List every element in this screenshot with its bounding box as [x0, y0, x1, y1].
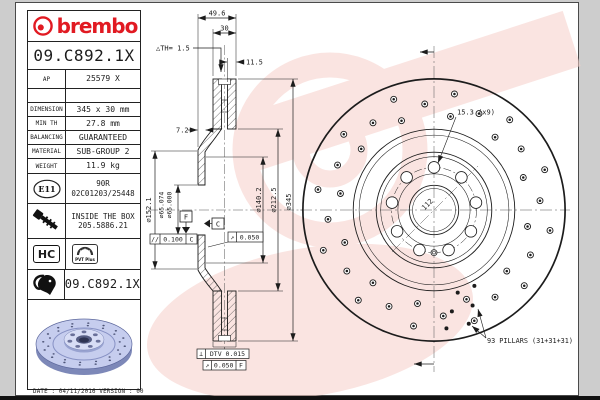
parallelism-tolerance-frame: // 0.100 C — [149, 233, 198, 245]
runout-f-tolerance-frame: ↗ 0.050 F — [202, 360, 247, 371]
brand-wordmark: brembo — [56, 14, 139, 38]
disc-3d-image — [35, 318, 133, 375]
row-label: BALANCING — [28, 131, 66, 144]
runout-f-value: 0.050 — [214, 362, 234, 370]
dim-overall-width: 49.6 — [209, 10, 226, 18]
table-row-ap: AP 25579 X — [28, 69, 140, 88]
e11-text: E11 — [38, 184, 55, 194]
brembo-disc-logo-icon — [32, 16, 53, 36]
row-value: GUARANTEED — [78, 132, 128, 142]
runout-value: 0.050 — [240, 234, 260, 242]
front-view-holes — [314, 90, 554, 331]
data-table: brembo 09.C892.1X AP 25579 X DIMENSION 3… — [27, 10, 141, 390]
table-row-empty — [28, 88, 140, 102]
datum-c-label: C — [216, 221, 220, 229]
pvt-plus-badge: PVT Plus — [72, 244, 98, 264]
dim-7-2: 7.2 — [176, 127, 189, 135]
table-row-weight: WEIGHT 11.9 kg — [28, 158, 140, 173]
brand-logo-row: brembo — [28, 11, 140, 41]
runout-symbol: ↗ — [230, 234, 234, 242]
hc-badge: HC — [33, 245, 60, 263]
row-value: 11.9 kg — [86, 161, 120, 170]
footer-date: DATE : 04/11/2016 VERSION : 00 — [33, 389, 144, 395]
part-number: 09.C892.1X — [33, 46, 135, 65]
screw-icon — [32, 209, 58, 230]
xtra-part-number: 09.C892.1X — [64, 277, 140, 291]
pvt-vent-icon: PVT Plus — [75, 246, 95, 262]
table-row-material: MATERIAL SUB-GROUP 2 — [28, 144, 140, 158]
table-row-badges: HC PVT Plus — [28, 238, 140, 269]
table-row-homologation: E11 90R 02C01203/25448 — [28, 173, 140, 203]
row-label: MATERIAL — [28, 145, 66, 158]
pcd-label: 112 — [420, 197, 435, 212]
dim-min-thickness: △TH= 1.5 — [156, 45, 190, 53]
runout-tolerance-frame: ↗ 0.050 — [207, 231, 264, 248]
row-label: MIN TH — [28, 117, 66, 130]
ram-icon — [33, 274, 56, 295]
table-row-xtra: 09.C892.1X — [28, 269, 140, 299]
row-label: AP — [28, 70, 66, 88]
runout-f-datum: F — [239, 362, 243, 370]
sheet-edge-bar — [0, 396, 600, 400]
datum-f-flag: F — [179, 210, 193, 234]
dia-hub-flange: ⌀152.1 — [145, 197, 153, 222]
dtv-tolerance-frame: ⊥ DTV 0.015 — [196, 348, 250, 359]
homologation-line2: 02C01203/25448 — [71, 188, 135, 198]
dia-bore-max: ⌀65.074 — [159, 192, 166, 219]
row-value: 345 x 30 mm — [76, 104, 130, 114]
table-row-inside-box: INSIDE THE BOX 205.5886.21 — [28, 203, 140, 238]
dim-band-thickness: 30 — [220, 25, 228, 33]
datum-f-label: F — [184, 214, 188, 222]
parallelism-value: 0.100 — [163, 236, 183, 244]
dtv-value: DTV 0.015 — [210, 350, 245, 358]
inside-box-line1: INSIDE THE BOX — [71, 211, 135, 221]
dia-outer: ⌀345 — [285, 194, 293, 211]
section-view: 49.6 30 △TH= 1.5 11.5 7.2 ⌀152.1 ⌀65.074… — [145, 10, 302, 371]
runout-f-symbol: ↗ — [205, 362, 209, 370]
pvt-plus-text: PVT Plus — [75, 257, 95, 262]
front-view: 15.3 (x9) 112 93 PILLARS (31+31+31) — [300, 46, 573, 372]
row-value: 25579 X — [86, 74, 120, 83]
e11-oval-icon: E11 — [32, 179, 61, 198]
table-row-min-th: MIN TH 27.8 mm — [28, 116, 140, 130]
table-row-balancing: BALANCING GUARANTEED — [28, 130, 140, 144]
dia-bore-min: ⌀65.000 — [167, 192, 174, 219]
row-label: DIMENSION — [28, 103, 66, 116]
row-value: SUB-GROUP 2 — [76, 146, 130, 156]
row-value: 27.8 mm — [86, 118, 120, 128]
dim-11-5: 11.5 — [246, 59, 263, 67]
table-row-product-image — [28, 299, 140, 389]
e-mark-icon: E11 — [28, 174, 66, 203]
row-label — [28, 89, 66, 102]
table-row-dimension: DIMENSION 345 x 30 mm — [28, 102, 140, 116]
bolt-holes-label: 15.3 (x9) — [457, 109, 495, 117]
parallelism-datum: C — [190, 236, 194, 244]
row-label: WEIGHT — [28, 159, 66, 173]
datum-c-flag: C — [204, 217, 225, 230]
dia-band-inner: ⌀212.5 — [270, 187, 278, 212]
inside-box-line2: 205.5886.21 — [78, 221, 128, 230]
dia-hat-outer: ⌀140.2 — [255, 187, 263, 212]
homologation-line1: 90R — [96, 179, 110, 189]
part-number-box: 09.C892.1X — [28, 41, 140, 69]
row-value — [66, 89, 140, 102]
pillars-label: 93 PILLARS (31+31+31) — [487, 337, 573, 345]
dtv-symbol: ⊥ — [199, 350, 203, 358]
parallelism-symbol: // — [151, 236, 159, 244]
